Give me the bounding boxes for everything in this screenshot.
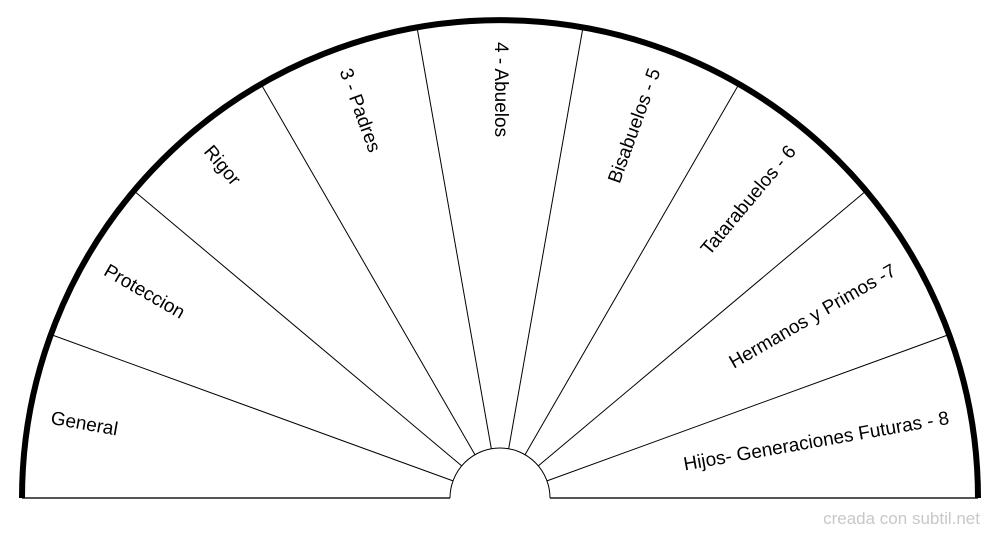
sector-label: 3 - Padres xyxy=(335,66,385,156)
outer-arc xyxy=(19,17,981,499)
sector-divider xyxy=(546,334,950,482)
sector-divider xyxy=(416,27,492,449)
sector-label: General xyxy=(49,408,119,440)
sector-label: 4 - Abuelos xyxy=(490,42,511,137)
sector-label: Hermanos y Primos -7 xyxy=(726,260,900,373)
sector-divider xyxy=(508,27,584,449)
sector-label: Proteccion xyxy=(100,260,188,323)
sector-divider xyxy=(260,83,476,455)
sector-divider xyxy=(524,83,740,455)
sector-divider xyxy=(133,190,463,467)
sector-divider xyxy=(537,190,867,467)
inner-arc xyxy=(449,447,551,499)
sector-label: Hijos- Generaciones Futuras - 8 xyxy=(682,408,951,475)
sector-label: Rigor xyxy=(199,142,245,191)
sector-divider xyxy=(50,334,454,482)
watermark: creada con subtil.net xyxy=(823,509,980,528)
sector-label: Tatarabuelos - 6 xyxy=(697,142,801,260)
sector-label: Bisabuelos - 5 xyxy=(604,66,665,186)
